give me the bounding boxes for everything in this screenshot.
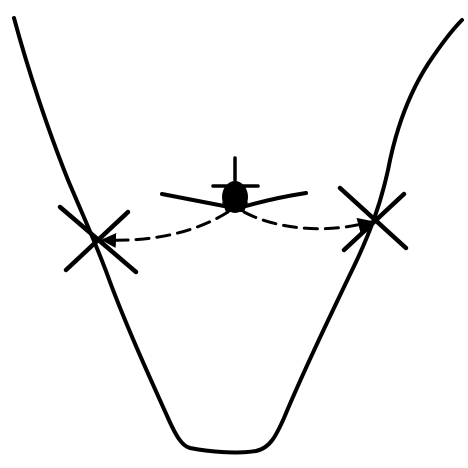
right-dashed-path	[244, 212, 370, 229]
right-x-mark-icon	[340, 188, 406, 250]
airplane-icon	[162, 158, 306, 213]
